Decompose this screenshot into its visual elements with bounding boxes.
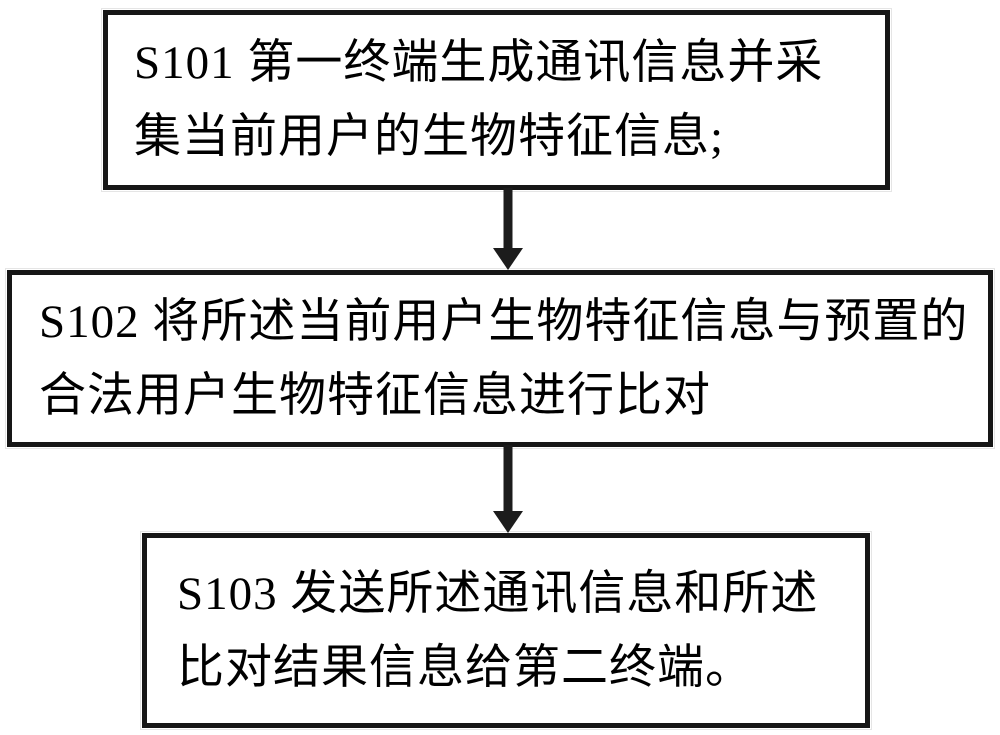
step-box-s102: S102 将所述当前用户生物特征信息与预置的 合法用户生物特征信息进行比对 — [5, 268, 995, 449]
connector-arrow-s101-to-s102 — [493, 188, 523, 270]
arrow-down-icon — [493, 511, 523, 533]
step-box-s101: S101 第一终端生成通讯信息并采 集当前用户的生物特征信息; — [101, 8, 892, 192]
arrow-stem — [503, 188, 513, 252]
step-s101-text-line2: 集当前用户的生物特征信息; — [134, 111, 725, 163]
step-s103-text-line2: 比对结果信息给第二终端。 — [177, 641, 753, 694]
step-s101-text-line1: S101 第一终端生成通讯信息并采 — [134, 37, 824, 89]
step-box-s103: S103 发送所述通讯信息和所述 比对结果信息给第二终端。 — [140, 531, 872, 730]
step-s102-text-line1: S102 将所述当前用户生物特征信息与预置的 — [39, 295, 969, 348]
connector-arrow-s102-to-s103 — [493, 445, 523, 533]
step-s103-text-line1: S103 发送所述通讯信息和所述 — [177, 567, 819, 620]
arrow-down-icon — [493, 248, 523, 270]
step-s102-text-line2: 合法用户生物特征信息进行比对 — [39, 369, 711, 422]
arrow-stem — [503, 445, 513, 515]
